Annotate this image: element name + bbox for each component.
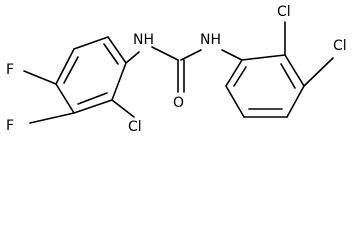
bond-ring-nh-left <box>125 51 140 64</box>
right-aryl-ring <box>225 54 305 118</box>
bond-right-ring-2 <box>284 54 305 87</box>
bond-nh-left-carbonyl <box>151 46 179 61</box>
bond-right-ring-6-inner <box>233 66 247 87</box>
atom-label-cl-right-side: Cl <box>333 38 347 54</box>
bond-right-ring-2-inner <box>280 63 296 89</box>
bond-left-ring-2-inner <box>103 43 119 65</box>
bond-left-ring-4 <box>73 99 113 114</box>
bond-right-ring-6 <box>225 59 243 87</box>
left-aryl-ring <box>55 36 127 114</box>
atom-label-f-lower: F <box>6 118 14 134</box>
atom-label-nh-right: NH <box>200 32 221 48</box>
chemical-structure-diagram: F F Cl NH O NH Cl Cl <box>6 4 347 135</box>
bond-c-cl-right-side <box>303 57 334 87</box>
atom-label-o: O <box>173 95 184 111</box>
bond-right-ring-1 <box>241 54 286 61</box>
bond-left-ring-2 <box>107 36 127 64</box>
atom-label-nh-left: NH <box>133 32 154 48</box>
bond-right-ring-5 <box>225 85 245 118</box>
bond-right-ring-3 <box>286 85 305 118</box>
bond-c-cl-left <box>111 99 135 118</box>
bond-c-f-upper <box>23 70 57 85</box>
atom-label-f-upper: F <box>6 62 14 78</box>
bond-left-ring-6-inner <box>63 56 79 84</box>
bond-left-ring-1 <box>73 36 109 50</box>
bond-left-ring-5 <box>55 83 75 114</box>
bond-c-f-lower <box>29 112 75 124</box>
bond-left-ring-4-inner <box>77 92 108 105</box>
bond-left-ring-6 <box>55 48 75 85</box>
bond-carbonyl-nh-right <box>180 49 202 61</box>
bond-nh-right-ring <box>221 49 243 61</box>
atom-label-cl-right-upper: Cl <box>277 4 291 20</box>
atom-label-cl-left-ring: Cl <box>128 119 142 135</box>
bond-left-ring-3 <box>111 62 127 101</box>
